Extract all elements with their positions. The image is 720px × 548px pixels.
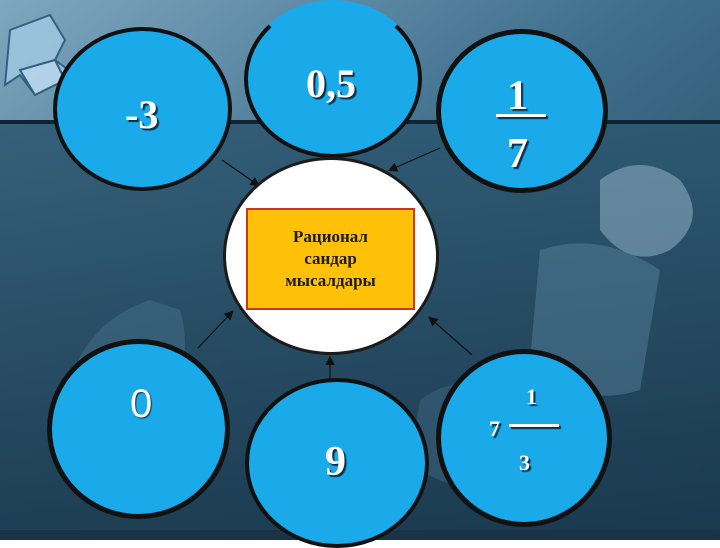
mixed-numerator: 1 xyxy=(526,384,537,409)
arrow-bottom-right xyxy=(428,316,473,356)
value-negative-three: -3 xyxy=(125,92,159,137)
center-label: Рационал сандар мысалдары xyxy=(285,227,376,290)
mixed-denominator: 3 xyxy=(519,450,530,475)
mixed-fraction-bar xyxy=(509,424,559,427)
bubble-zero: 0 xyxy=(47,339,230,519)
bubble-negative-three: -3 xyxy=(53,27,232,191)
bubble-fraction: 1 7 xyxy=(436,29,608,193)
center-label-box: Рационал сандар мысалдары xyxy=(246,208,415,310)
bubble-mixed-number: 1 7 3 xyxy=(436,349,612,527)
arrow-bottom-left xyxy=(197,310,234,349)
fraction-denominator: 7 xyxy=(507,131,528,177)
arrow-top-left xyxy=(221,159,260,187)
arrow-top-right xyxy=(387,147,441,172)
bubble-nine: 9 xyxy=(245,378,429,548)
mixed-whole: 7 xyxy=(489,416,500,441)
value-zero: 0 xyxy=(130,382,153,426)
bubble-half: 0,5 xyxy=(244,0,422,158)
value-nine: 9 xyxy=(325,439,346,485)
fraction-bar xyxy=(496,114,546,117)
fraction-numerator: 1 xyxy=(507,73,528,119)
value-half: 0,5 xyxy=(306,61,356,106)
